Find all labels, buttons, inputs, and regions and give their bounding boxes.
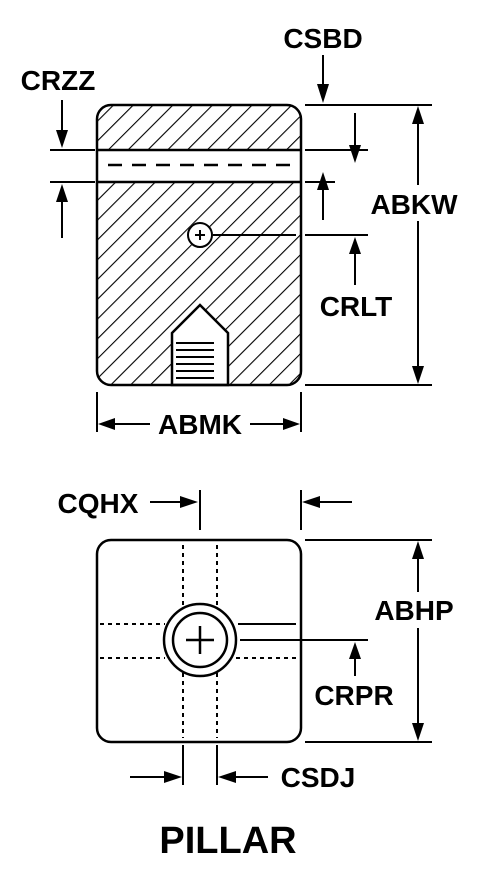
drawing-caption: PILLAR	[159, 820, 296, 862]
side-view	[95, 103, 303, 387]
crlt-label: CRLT	[320, 291, 393, 322]
threaded-insert	[170, 303, 230, 387]
crlt-dimension: CRLT	[305, 234, 393, 322]
side-hole-circle	[187, 222, 213, 248]
abhp-dimension: ABHP	[305, 539, 470, 743]
csdj-label: CSDJ	[281, 762, 356, 793]
crzz-label: CRZZ	[21, 65, 96, 96]
crzz-dimension: CRZZ	[21, 65, 96, 238]
csbd-label: CSBD	[283, 23, 362, 54]
abmk-dimension: ABMK	[96, 392, 302, 440]
abmk-label: ABMK	[158, 409, 242, 440]
cqhx-dimension: CQHX	[58, 488, 352, 530]
crpr-dimension: CRPR	[240, 639, 394, 711]
csdj-dimension: CSDJ	[130, 745, 355, 793]
abkw-label: ABKW	[370, 189, 458, 220]
cqhx-label: CQHX	[58, 488, 139, 519]
top-view	[95, 538, 303, 744]
crpr-label: CRPR	[314, 680, 393, 711]
side-view-hatching	[97, 105, 301, 385]
abkw-dimension: ABKW	[305, 104, 470, 386]
abhp-label: ABHP	[374, 595, 453, 626]
